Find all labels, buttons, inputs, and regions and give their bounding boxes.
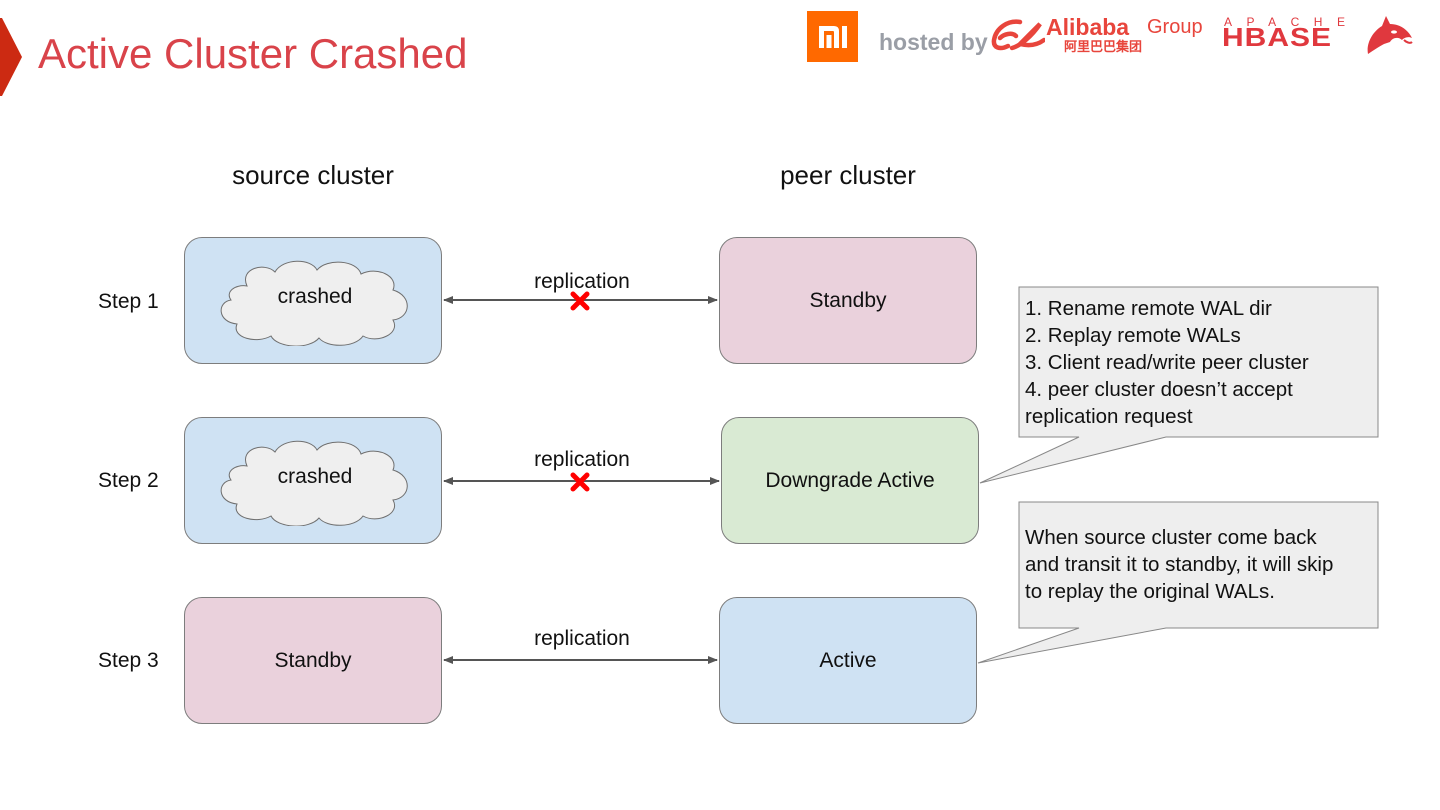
step-3-replication-label: replication: [534, 627, 630, 650]
source-state-text: crashed: [277, 285, 353, 308]
step-2-replication-label: replication: [534, 448, 630, 471]
step-3-label: Step 3: [98, 649, 159, 672]
source-cluster-header: source cluster: [232, 160, 394, 190]
callout-2-line: to replay the original WALs.: [1025, 580, 1275, 603]
mi-logo: [807, 11, 858, 62]
alibaba-name: Alibaba: [1046, 14, 1130, 40]
step-2-peer-node: Downgrade Active: [721, 417, 979, 544]
hbase-label: HBASE: [1222, 24, 1333, 53]
apache-label: APACHE: [1224, 15, 1360, 29]
source-state-text: crashed: [277, 465, 353, 488]
title-chevron-icon: [0, 18, 22, 96]
crashed-cloud: crashed: [217, 436, 413, 526]
source-state-text: Standby: [274, 648, 352, 672]
callout-2-text: When source cluster come back and transi…: [1025, 524, 1333, 605]
callout-1-line: 1. Rename remote WAL dir: [1025, 297, 1272, 320]
step-2-source-node: crashed: [184, 417, 442, 544]
step-1-label: Step 1: [98, 290, 159, 313]
peer-cluster-header: peer cluster: [780, 160, 916, 190]
slide-title: Active Cluster Crashed: [38, 30, 468, 77]
step-2-broken-link-icon: [570, 472, 590, 492]
peer-state-text: Standby: [809, 288, 887, 312]
cloud-icon: [220, 440, 408, 526]
step-1-replication-label: replication: [534, 270, 630, 293]
peer-state-text: Active: [819, 648, 877, 672]
hosted-by-label: hosted by: [879, 29, 988, 55]
alibaba-cn-name: 阿里巴巴集团: [1064, 39, 1143, 54]
crashed-cloud: crashed: [217, 256, 413, 346]
callout-1-line: 4. peer cluster doesn’t accept: [1025, 378, 1293, 401]
step-1-source-node: crashed: [184, 237, 442, 364]
step-3-peer-node: Active: [719, 597, 977, 724]
callout-2-line: When source cluster come back: [1025, 526, 1317, 549]
cloud-icon: [220, 260, 408, 346]
callout-2-line: and transit it to standby, it will skip: [1025, 553, 1334, 576]
alibaba-logo-icon: [991, 19, 1045, 51]
step-1-peer-node: Standby: [719, 237, 977, 364]
step-3-source-node: Standby: [184, 597, 442, 724]
orca-icon: [1367, 16, 1413, 54]
alibaba-group: Group: [1147, 16, 1203, 38]
callout-1-line: replication request: [1025, 405, 1193, 428]
mi-logo-icon: [818, 25, 847, 48]
step-1-broken-link-icon: [570, 291, 590, 311]
step-2-label: Step 2: [98, 469, 159, 492]
callout-1-line: 2. Replay remote WALs: [1025, 324, 1241, 347]
callout-1-text: 1. Rename remote WAL dir 2. Replay remot…: [1025, 295, 1309, 430]
callout-1-line: 3. Client read/write peer cluster: [1025, 351, 1309, 374]
peer-state-text: Downgrade Active: [765, 468, 935, 492]
